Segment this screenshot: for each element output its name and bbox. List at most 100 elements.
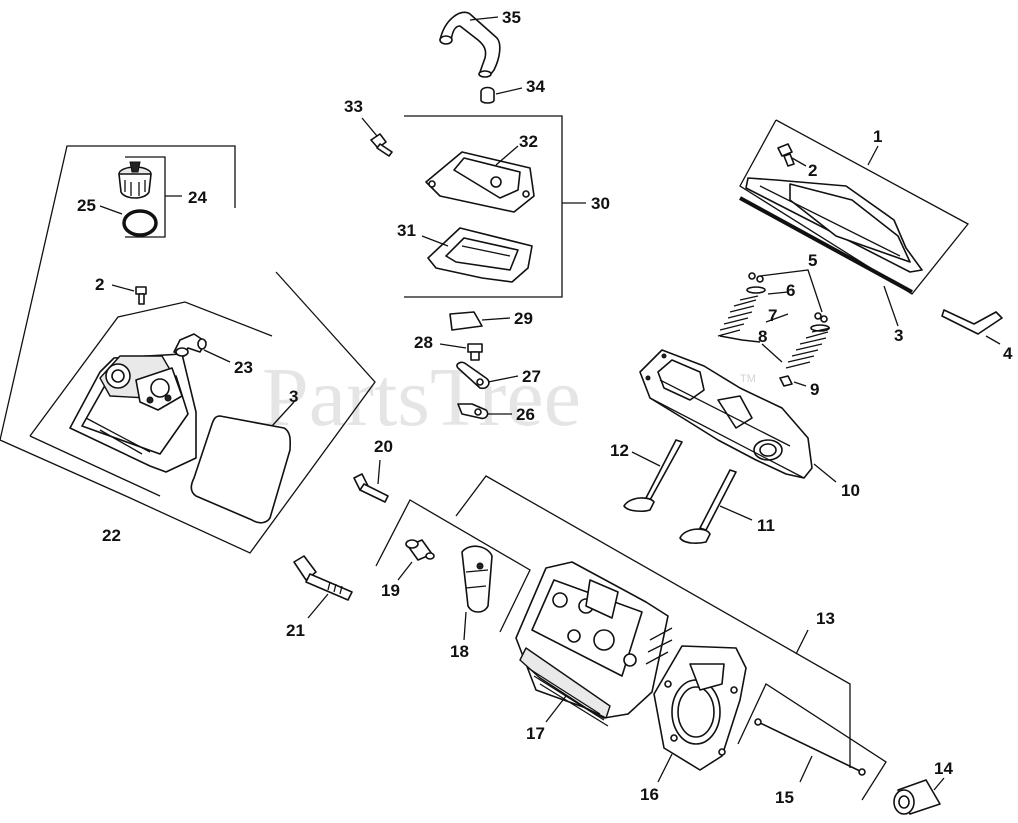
leader-2-left	[111, 284, 135, 292]
part-4-bracket[interactable]	[941, 309, 1003, 335]
part-16-head-gasket[interactable]	[653, 645, 747, 771]
callout-3-right: 3	[894, 326, 903, 345]
leader-35	[469, 16, 499, 21]
part-11-exhaust-valve[interactable]	[679, 469, 737, 544]
part-19-plug[interactable]	[405, 539, 435, 561]
callout-8: 8	[758, 327, 767, 346]
part-3-gasket-left[interactable]	[190, 415, 292, 524]
part-33-screw[interactable]	[370, 133, 393, 157]
part-21-bolt[interactable]	[293, 555, 353, 601]
callout-1: 1	[873, 127, 882, 146]
callout-18: 18	[450, 642, 469, 661]
callout-4: 4	[1003, 344, 1013, 363]
part-34-clamp[interactable]	[480, 86, 495, 104]
callout-3-left: 3	[289, 387, 298, 406]
bracket-group-15	[737, 683, 887, 801]
callout-19: 19	[381, 581, 400, 600]
part-14-tappet[interactable]	[893, 779, 941, 815]
part-3-gasket-right[interactable]	[739, 196, 913, 294]
leader-23	[203, 349, 231, 363]
part-12-intake-valve[interactable]	[623, 439, 683, 512]
part-26-bracket[interactable]	[457, 403, 489, 420]
part-valve-cover[interactable]	[69, 353, 197, 473]
callout-27: 27	[522, 367, 541, 386]
leader-12	[631, 451, 661, 467]
part-7-valve-spring[interactable]	[717, 295, 831, 369]
callout-25: 25	[77, 196, 96, 215]
leader-11	[719, 505, 753, 521]
callout-2-right: 2	[808, 161, 817, 180]
part-15-push-rod[interactable]	[754, 718, 866, 776]
leader-6	[767, 291, 789, 295]
bracket-group-1	[739, 119, 969, 295]
part-18-rocker-arm[interactable]	[461, 545, 493, 613]
part-9-valve-cap[interactable]	[779, 375, 793, 387]
leader-29	[481, 317, 511, 321]
callout-11: 11	[757, 516, 775, 535]
part-1-rocker-cover[interactable]	[745, 177, 923, 273]
part-25-o-ring[interactable]	[122, 209, 158, 237]
callout-35: 35	[502, 8, 521, 27]
leader-5	[759, 269, 823, 313]
part-17-cylinder-head[interactable]	[515, 561, 673, 727]
callout-6: 6	[786, 281, 795, 300]
part-31-gasket-plate[interactable]	[427, 227, 533, 283]
part-2-screw-left[interactable]	[135, 286, 147, 305]
leader-15	[799, 755, 813, 783]
leader-32	[495, 145, 519, 166]
leader-27	[487, 375, 519, 383]
leader-20	[377, 459, 381, 485]
part-27-bracket[interactable]	[456, 361, 490, 390]
callout-30: 30	[591, 194, 610, 213]
callout-9: 9	[810, 380, 819, 399]
leader-31	[421, 235, 449, 247]
part-28-screw[interactable]	[467, 343, 483, 361]
bracket-group-22	[0, 145, 376, 554]
callout-28: 28	[414, 333, 433, 352]
callout-16: 16	[640, 785, 659, 804]
leader-4	[985, 335, 1001, 345]
leader-16	[657, 753, 673, 783]
callout-31: 31	[397, 221, 416, 240]
callout-2-left: 2	[95, 275, 104, 294]
leader-3-left	[271, 401, 295, 427]
part-24-oil-fill-cap[interactable]	[118, 161, 152, 199]
part-32-cover-plate[interactable]	[425, 151, 535, 213]
part-10-cylinder-head-section[interactable]	[639, 349, 813, 479]
leader-17	[545, 695, 567, 723]
callout-7: 7	[768, 306, 777, 325]
leader-28	[439, 343, 467, 349]
part-29-reed[interactable]	[449, 311, 483, 331]
leader-18	[463, 611, 467, 641]
callout-17: 17	[526, 724, 545, 743]
callout-33: 33	[344, 97, 363, 116]
watermark-trademark: TM	[740, 373, 756, 385]
bracket-group-24	[125, 156, 182, 238]
part-5-keepers[interactable]	[748, 272, 828, 323]
part-35-breather-tube[interactable]	[439, 11, 501, 78]
callout-20: 20	[374, 437, 393, 456]
leader-9	[793, 381, 807, 387]
leader-19	[397, 561, 413, 581]
leader-33	[361, 117, 378, 137]
callout-15: 15	[775, 788, 794, 807]
bracket-group-30	[404, 115, 586, 298]
callout-12: 12	[610, 441, 629, 460]
part-8-spring-seat[interactable]	[719, 335, 761, 343]
leader-21	[307, 593, 329, 619]
leader-14	[933, 777, 945, 791]
callout-24: 24	[188, 188, 207, 207]
leader-3-right	[883, 285, 899, 327]
part-2-screw-right[interactable]	[777, 143, 795, 167]
callout-13: 13	[816, 609, 835, 628]
leader-25	[99, 205, 123, 215]
callout-32: 32	[519, 132, 538, 151]
leader-10	[813, 463, 837, 483]
watermark-text: PartsTree	[262, 351, 581, 444]
callout-23: 23	[234, 358, 253, 377]
leader-34	[495, 87, 523, 95]
part-23-elbow-fitting[interactable]	[173, 333, 207, 357]
part-20-bolt[interactable]	[353, 473, 389, 503]
callout-5: 5	[808, 251, 817, 270]
